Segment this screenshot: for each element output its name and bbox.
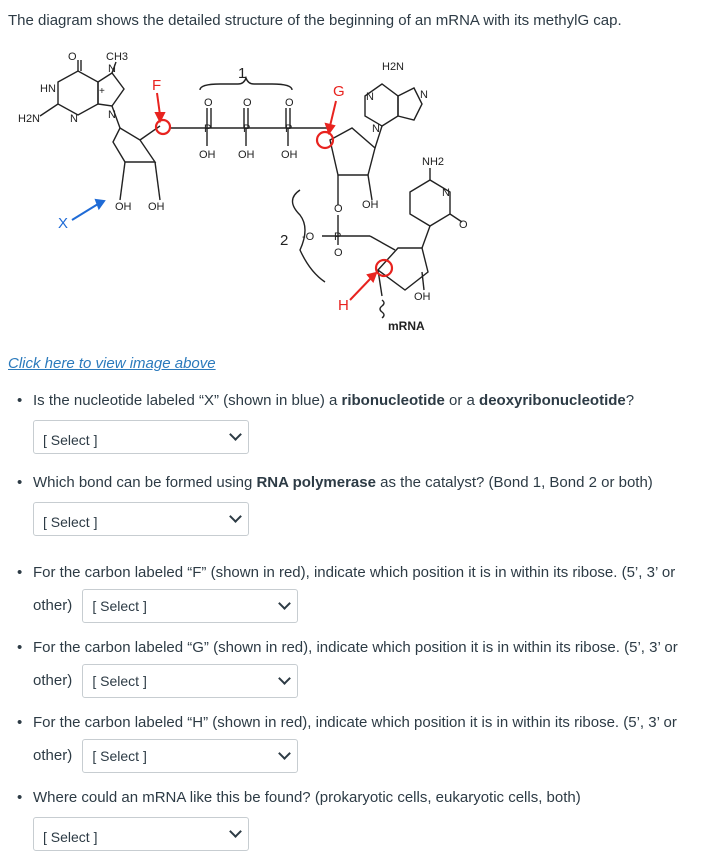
chevron-down-icon (278, 747, 292, 760)
question-3: For the carbon labeled “F” (shown in red… (0, 556, 715, 624)
label-o: O (243, 97, 252, 109)
label-oh: OH (199, 149, 216, 161)
label-oh: OH (115, 201, 132, 213)
label-n: N (372, 123, 380, 135)
label-p: P (285, 123, 292, 135)
label-n: N (442, 187, 450, 199)
label-n: N (420, 89, 428, 101)
label-o: O (285, 97, 294, 109)
question-4: For the carbon labeled “G” (shown in red… (0, 631, 715, 699)
view-image-link[interactable]: Click here to view image above (8, 355, 216, 372)
question-2-text: Which bond can be formed using RNA polym… (33, 474, 653, 491)
label-o: O (334, 203, 343, 215)
label-x: X (58, 215, 68, 232)
label-g: G (333, 83, 345, 100)
question-2-select[interactable]: [ Select ] (33, 502, 249, 536)
question-6-select[interactable]: [ Select ] (33, 817, 249, 851)
label-p: P (204, 123, 211, 135)
chevron-down-icon (278, 672, 292, 685)
label-f: F (152, 77, 161, 94)
label-mrna: mRNA (388, 319, 425, 333)
label-oh: OH (362, 199, 379, 211)
label-o-minus: -O (302, 231, 315, 243)
label-bond-1: 1 (238, 65, 246, 82)
question-2: Which bond can be formed using RNA polym… (0, 472, 715, 536)
label-ch3: CH3 (106, 51, 128, 63)
question-5: For the carbon labeled “H” (shown in red… (0, 706, 715, 774)
question-5-select[interactable]: [ Select ] (82, 739, 299, 774)
label-p: P (243, 123, 250, 135)
label-bond-2: 2 (280, 232, 288, 249)
label-n: N (108, 63, 116, 75)
question-3-select[interactable]: [ Select ] (82, 589, 299, 624)
question-1: Is the nucleotide labeled “X” (shown in … (0, 390, 715, 454)
question-6-text: Where could an mRNA like this be found? … (33, 789, 581, 807)
chevron-down-icon (278, 597, 292, 610)
mrna-cap-diagram: F G H X 1 2 mRNA CH3 HN H2N H2N NH2 + -O… (18, 51, 468, 333)
label-nh2: NH2 (422, 156, 444, 168)
label-plus: + (99, 86, 105, 97)
question-1-select[interactable]: [ Select ] (33, 420, 249, 454)
intro-text: The diagram shows the detailed structure… (8, 12, 622, 29)
chevron-down-icon (229, 428, 242, 441)
chevron-down-icon (229, 510, 242, 523)
label-h2n-top: H2N (382, 61, 404, 73)
label-hn: HN (40, 83, 56, 95)
label-o: O (204, 97, 213, 109)
label-oh: OH (238, 149, 255, 161)
label-h2n-left: H2N (18, 113, 40, 125)
question-4-select[interactable]: [ Select ] (82, 664, 299, 699)
label-o: O (459, 219, 468, 231)
label-n: N (366, 91, 374, 103)
label-n: N (70, 113, 78, 125)
question-5-text: For the carbon labeled “H” (shown in red… (33, 714, 677, 765)
question-3-text: For the carbon labeled “F” (shown in red… (33, 564, 676, 614)
label-h: H (338, 297, 349, 314)
label-p: P (334, 231, 341, 243)
question-6: Where could an mRNA like this be found? … (0, 787, 715, 851)
question-list: Is the nucleotide labeled “X” (shown in … (0, 380, 715, 851)
label-n: N (108, 109, 116, 121)
question-4-text: For the carbon labeled “G” (shown in red… (33, 639, 678, 690)
label-oh: OH (281, 149, 298, 161)
label-oh: OH (148, 201, 165, 213)
label-o: O (68, 51, 77, 63)
question-1-text: Is the nucleotide labeled “X” (shown in … (33, 392, 635, 409)
label-oh: OH (414, 291, 431, 303)
label-o: O (334, 247, 343, 259)
chevron-down-icon (229, 825, 242, 838)
